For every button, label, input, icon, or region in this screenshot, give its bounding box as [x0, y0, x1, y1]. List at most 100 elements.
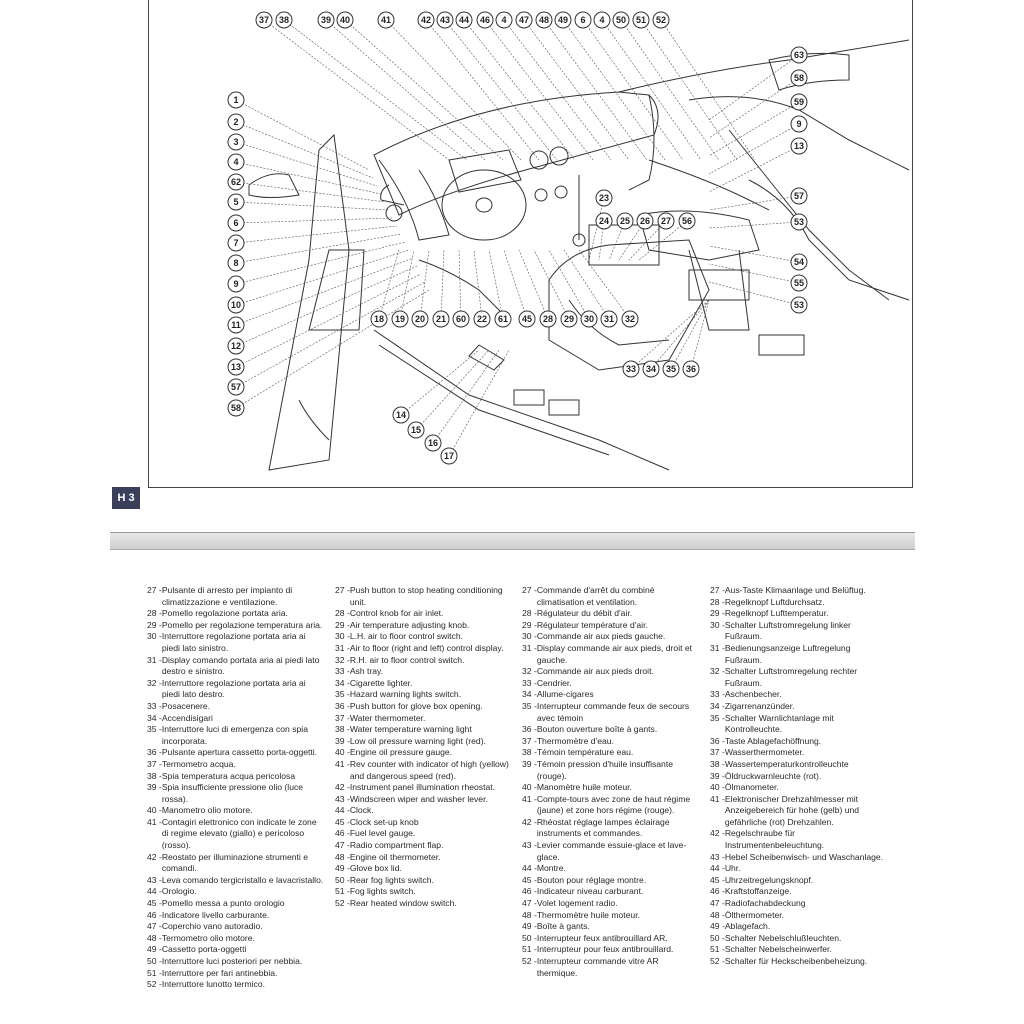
legend-entry: 47 - Radiofachabdeckung — [710, 898, 888, 910]
svg-text:57: 57 — [231, 382, 241, 392]
callout-46: 46 — [476, 11, 494, 29]
legend-number: 32 - — [710, 666, 725, 677]
legend-entry: 27 - Push button to stop heating conditi… — [335, 585, 513, 608]
legend-entry: 36 - Taste Ablagefachöffnung. — [710, 736, 888, 748]
legend-text: Bedienungsanzeige Luftregelung Fußraum. — [724, 642, 851, 665]
callout-56: 56 — [678, 212, 696, 230]
legend-text: Bouton ouverture boîte à gants. — [536, 724, 658, 735]
leader-line — [598, 220, 605, 261]
callout-19: 19 — [391, 310, 409, 328]
legend-number: 29 - — [710, 608, 725, 619]
legend-entry: 38 - Spia temperatura acqua pericolosa — [147, 771, 325, 783]
svg-text:48: 48 — [539, 15, 549, 25]
svg-text:6: 6 — [233, 218, 238, 228]
legend-number: 51 - — [710, 944, 725, 955]
legend-entry: 47 - Volet logement radio. — [522, 898, 700, 910]
leader-line — [601, 19, 702, 161]
svg-text:24: 24 — [599, 216, 609, 226]
svg-text:46: 46 — [480, 15, 490, 25]
legend-number: 48 - — [335, 851, 350, 862]
svg-text:5: 5 — [233, 197, 238, 207]
legend-entry: 42 - Rhéostat réglage lampes éclairage i… — [522, 817, 700, 840]
legend-number: 38 - — [522, 747, 537, 758]
callout-62: 62 — [227, 173, 245, 191]
legend-text: Coperchio vano autoradio. — [161, 921, 263, 932]
legend-entry: 31 - Air to floor (right and left) contr… — [335, 643, 513, 655]
legend-entry: 43 - Hebel Scheibenwisch- und Waschanlag… — [710, 852, 888, 864]
svg-text:51: 51 — [636, 15, 646, 25]
page-separator — [110, 532, 915, 550]
legend-text: Push button to stop heating conditioning… — [349, 585, 503, 607]
svg-text:22: 22 — [477, 314, 487, 324]
leader-line — [344, 19, 504, 161]
legend-entry: 28 - Control knob for air inlet. — [335, 608, 513, 620]
leader-line — [582, 19, 684, 161]
legend-entry: 50 - Interrupteur feux antibrouillard AR… — [522, 933, 700, 945]
legend-entry: 39 - Öldruckwarnleuchte (rot). — [710, 771, 888, 783]
svg-text:36: 36 — [686, 364, 696, 374]
legend-entry: 45 - Bouton pour réglage montre. — [522, 875, 700, 887]
leader-line — [458, 249, 462, 320]
legend-text: Cassetto porta-oggetti — [161, 944, 247, 955]
legend-text: Indicatore livello carburante. — [161, 909, 270, 920]
legend-entry: 40 - Manomètre huile moteur. — [522, 782, 700, 794]
legend-text: Wassertemperaturkontrolleuchte — [724, 758, 849, 769]
leader-line — [378, 249, 400, 320]
svg-text:15: 15 — [411, 425, 421, 435]
legend-entry: 43 - Levier commande essuie-glace et lav… — [522, 840, 700, 863]
legend-text: Régulateur du débit d'air. — [536, 608, 633, 619]
leader-line — [235, 121, 374, 179]
leader-line — [235, 265, 418, 347]
svg-text:49: 49 — [558, 15, 568, 25]
svg-text:45: 45 — [522, 314, 532, 324]
legend-number: 49 - — [522, 921, 537, 932]
legend-text: Interruttore luci di emergenza con spia … — [161, 724, 308, 746]
leader-line — [484, 19, 594, 161]
legend-text: Interrupteur feux antibrouillard AR. — [536, 932, 668, 943]
legend-entry: 31 - Display comando portata aria ai pie… — [147, 655, 325, 678]
legend-entry: 36 - Bouton ouverture boîte à gants. — [522, 724, 700, 736]
legend-text: Control knob for air inlet. — [349, 608, 444, 619]
legend-entry: 52 - Interrupteur commande vitre AR ther… — [522, 956, 700, 979]
legend-entry: 45 - Pomello messa a punto orologio — [147, 898, 325, 910]
legend-number: 28 - — [335, 608, 350, 619]
callout-30: 30 — [580, 310, 598, 328]
leader-line — [543, 19, 648, 161]
leader-line — [419, 249, 430, 320]
leader-line — [628, 220, 667, 261]
callout-49: 49 — [554, 11, 572, 29]
callout-32: 32 — [621, 310, 639, 328]
legend-number: 52 - — [335, 898, 350, 909]
legend-text: Rev counter with indicator of high (yell… — [349, 758, 509, 781]
legend-number: 52 - — [710, 956, 725, 966]
leader-line — [440, 249, 445, 320]
legend-entry: 45 - Uhrzeitregelungsknopf. — [710, 875, 888, 887]
legend-text: Spia insufficiente pressione olio (luce … — [161, 782, 304, 804]
leader-line — [578, 249, 631, 320]
callout-35: 35 — [662, 360, 680, 378]
legend-entry: 34 - Zigarrenanzünder. — [710, 701, 888, 713]
leader-line — [235, 257, 414, 326]
legend-text: Water temperature warning light — [349, 724, 472, 735]
legend-number: 47 - — [710, 898, 725, 909]
callout-10: 10 — [227, 296, 245, 314]
leader-line — [503, 249, 528, 320]
leader-line — [463, 19, 576, 161]
svg-text:31: 31 — [604, 314, 614, 324]
legend-number: 32 - — [335, 654, 350, 665]
svg-text:17: 17 — [444, 451, 454, 461]
svg-text:12: 12 — [231, 341, 241, 351]
legend-text: Zigarrenanzünder. — [724, 700, 795, 711]
legend-entry: 32 - Interruttore regolazione portata ar… — [147, 678, 325, 701]
legend-text: Push button for glove box opening. — [349, 700, 483, 711]
legend-entry: 48 - Engine oil thermometer. — [335, 852, 513, 864]
legend-text: Schalter Warnlichtanlage mit Kontrolleuc… — [724, 712, 834, 735]
legend-entry: 29 - Air temperature adjusting knob. — [335, 620, 513, 632]
legend-text: Orologio. — [161, 886, 197, 897]
legend-text: Display commande air aux pieds, droit et… — [536, 642, 693, 665]
legend-text: Thermomètre huile moteur. — [536, 909, 640, 920]
legend-text: R.H. air to floor control switch. — [349, 654, 465, 665]
